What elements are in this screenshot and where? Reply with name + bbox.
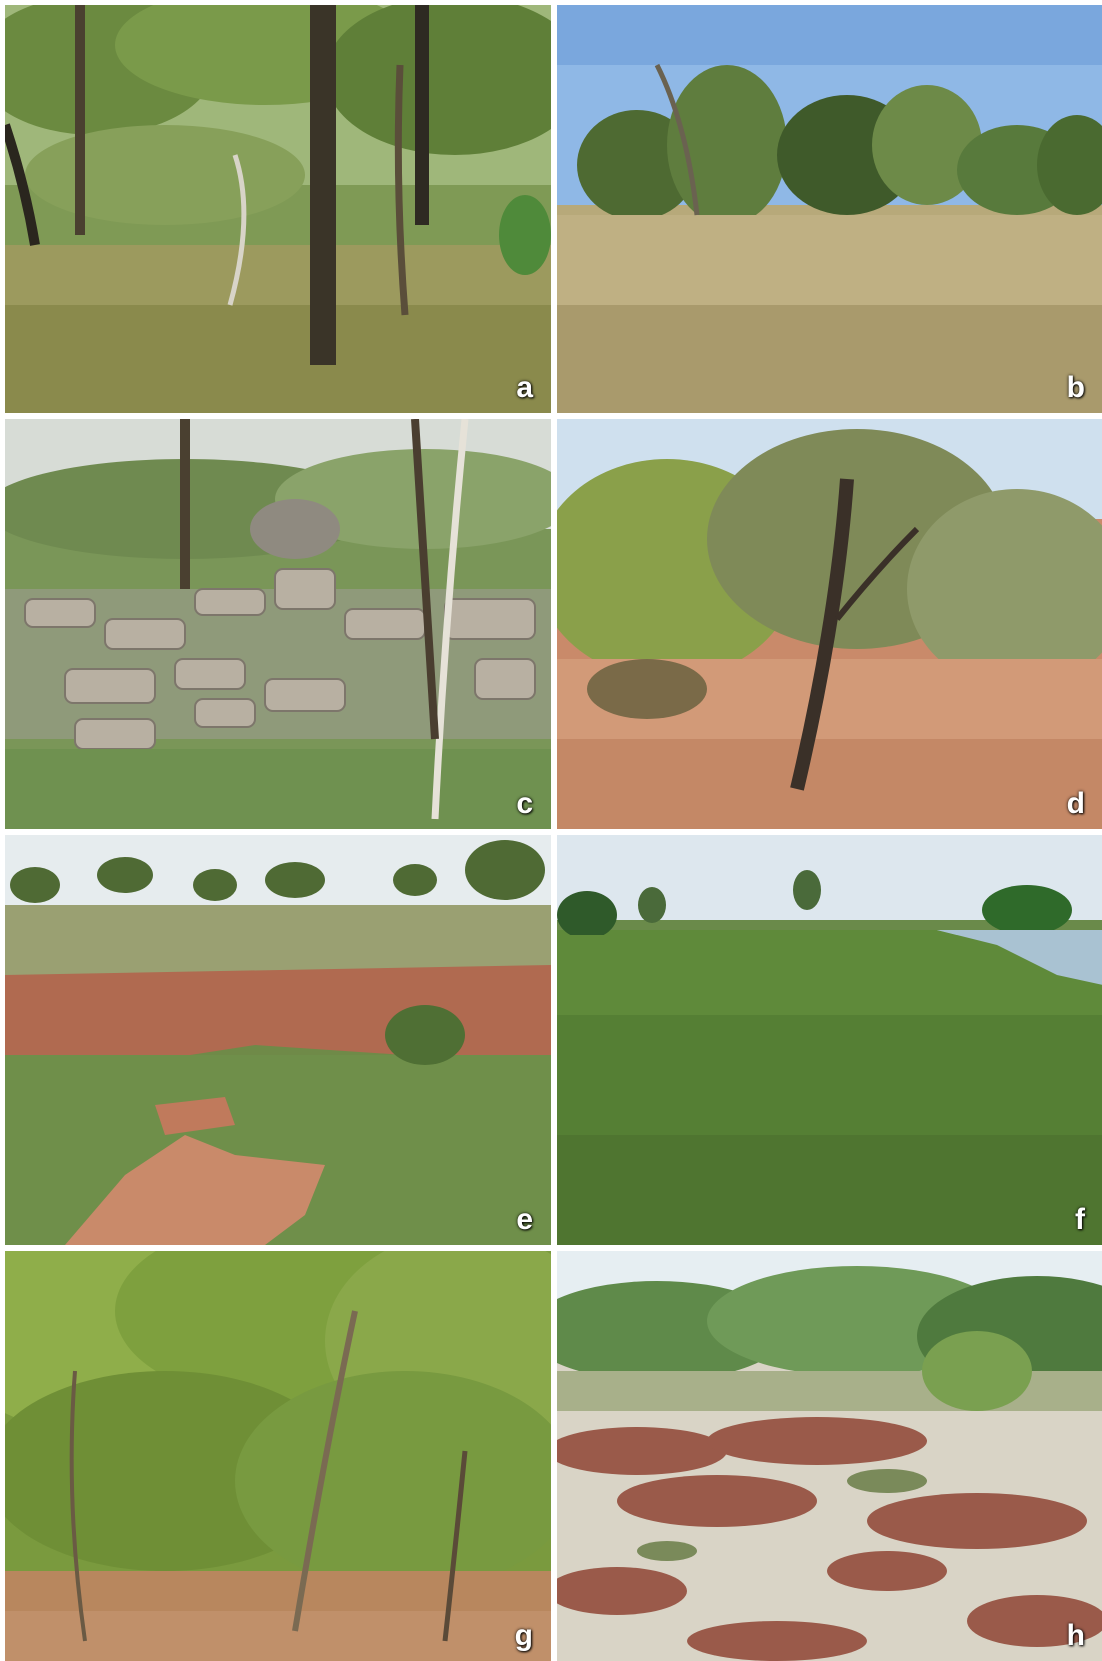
thicket-photo xyxy=(5,1251,551,1661)
rock-pavement-photo xyxy=(5,835,551,1245)
panel-label: h xyxy=(1066,1619,1085,1652)
panel-label: g xyxy=(514,1619,533,1652)
panel-label: c xyxy=(516,787,533,820)
photo-panel-g: g xyxy=(5,1251,551,1661)
panel-label: d xyxy=(1066,787,1085,820)
panel-label: f xyxy=(1075,1203,1085,1236)
photo-panel-b: b xyxy=(557,5,1102,413)
wetland-photo xyxy=(557,835,1102,1245)
photo-panel-c: c xyxy=(5,419,551,829)
panel-label: a xyxy=(516,371,533,404)
photo-panel-d: d xyxy=(557,419,1102,829)
rocky-outcrop-photo xyxy=(5,419,551,829)
photo-grid: a b xyxy=(5,5,1102,1661)
photo-panel-f: f xyxy=(557,835,1102,1245)
photo-panel-e: e xyxy=(5,835,551,1245)
panel-label: e xyxy=(516,1203,533,1236)
saltmarsh-photo xyxy=(557,1251,1102,1661)
arid-shrubland-photo xyxy=(557,419,1102,829)
photo-panel-h: h xyxy=(557,1251,1102,1661)
photo-panel-a: a xyxy=(5,5,551,413)
savanna-photo xyxy=(557,5,1102,413)
panel-label: b xyxy=(1066,371,1085,404)
woodland-photo xyxy=(5,5,551,413)
